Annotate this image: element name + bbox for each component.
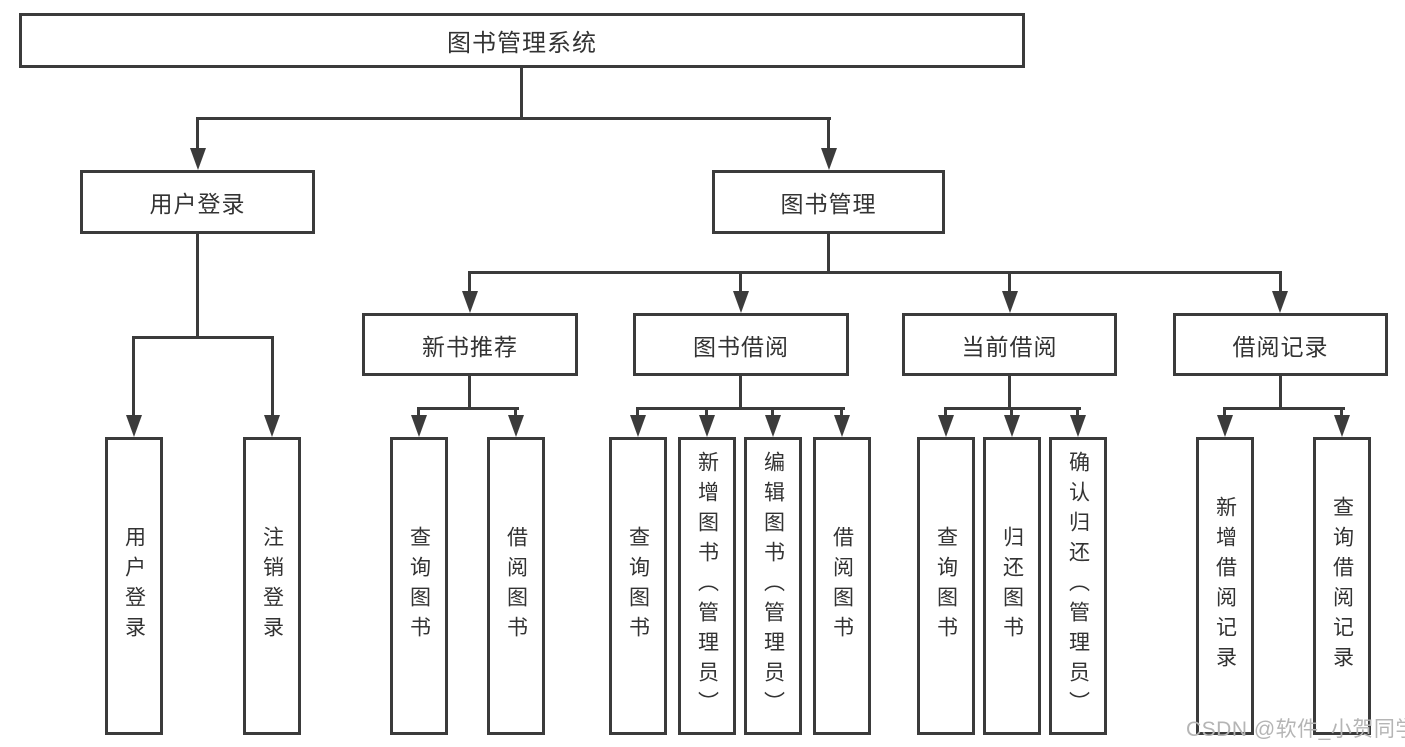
leaf-return-book: 归还图书 [983,437,1041,735]
arrowhead-down-icon [1070,415,1086,437]
connector-line [468,271,471,292]
leaf-label: 归还图书 [1000,526,1024,646]
connector-line [514,407,517,416]
arrowhead-down-icon [264,415,280,437]
arrowhead-down-icon [462,291,478,313]
node-book-management: 图书管理 [712,170,945,234]
connector-line [739,375,742,408]
connector-line [840,407,843,416]
connector-line [1076,407,1079,416]
connector-line [705,407,708,416]
node-current-borrow: 当前借阅 [902,313,1117,376]
arrowhead-down-icon [190,148,206,170]
arrowhead-down-icon [834,415,850,437]
leaf-label: 借阅图书 [504,526,528,646]
leaf-confirm-return-admin: 确认归还（管理员） [1049,437,1107,735]
connector-line [132,336,274,339]
arrowhead-down-icon [411,415,427,437]
leaf-label: 查询图书 [626,526,650,646]
connector-line [739,271,742,292]
connector-line [417,407,420,416]
node-root-library-management-system: 图书管理系统 [19,13,1025,68]
node-book-borrow: 图书借阅 [633,313,849,376]
leaf-query-borrow-record: 查询借阅记录 [1313,437,1371,735]
leaf-borrow-book-2: 借阅图书 [813,437,871,735]
connector-line [1010,407,1013,416]
leaf-label: 查询图书 [934,526,958,646]
connector-line [1279,375,1282,408]
leaf-label: 注销登录 [260,526,284,646]
arrowhead-down-icon [1004,415,1020,437]
leaf-label: 查询借阅记录 [1330,496,1354,676]
connector-line [1340,407,1343,416]
node-user-login: 用户登录 [80,170,315,234]
leaf-logout: 注销登录 [243,437,301,735]
node-borrow-record: 借阅记录 [1173,313,1388,376]
connector-line [196,117,199,149]
connector-line [196,117,831,120]
arrowhead-down-icon [1272,291,1288,313]
connector-line [468,375,471,408]
leaf-label: 新增图书（管理员） [695,451,719,721]
connector-line [771,407,774,416]
arrowhead-down-icon [699,415,715,437]
leaf-user-login: 用户登录 [105,437,163,735]
leaf-edit-book-admin: 编辑图书（管理员） [744,437,802,735]
arrowhead-down-icon [1002,291,1018,313]
leaf-query-book-3: 查询图书 [917,437,975,735]
leaf-label: 查询图书 [407,526,431,646]
connector-line [1223,407,1226,416]
connector-line [1279,271,1282,292]
arrowhead-down-icon [508,415,524,437]
arrowhead-down-icon [1334,415,1350,437]
arrowhead-down-icon [126,415,142,437]
arrowhead-down-icon [1217,415,1233,437]
connector-line [1008,271,1011,292]
connector-line [271,336,274,415]
arrowhead-down-icon [765,415,781,437]
connector-line [468,271,1282,274]
connector-line [196,233,199,339]
arrowhead-down-icon [938,415,954,437]
leaf-add-borrow-record: 新增借阅记录 [1196,437,1254,735]
arrowhead-down-icon [630,415,646,437]
connector-line [417,407,519,410]
connector-line [827,233,830,274]
connector-line [944,407,947,416]
leaf-query-book-1: 查询图书 [390,437,448,735]
connector-line [636,407,845,410]
leaf-query-book-2: 查询图书 [609,437,667,735]
connector-line [132,336,135,415]
arrowhead-down-icon [733,291,749,313]
leaf-borrow-book-1: 借阅图书 [487,437,545,735]
leaf-add-book-admin: 新增图书（管理员） [678,437,736,735]
node-new-book-recommend: 新书推荐 [362,313,578,376]
leaf-label: 用户登录 [122,526,146,646]
connector-line [636,407,639,416]
leaf-label: 确认归还（管理员） [1066,451,1090,721]
connector-line [520,68,523,118]
arrowhead-down-icon [821,148,837,170]
csdn-watermark: CSDN @软件_小贺同学 [1186,718,1405,741]
leaf-label: 借阅图书 [830,526,854,646]
connector-line [1223,407,1345,410]
connector-line [1008,375,1011,408]
leaf-label: 编辑图书（管理员） [761,451,785,721]
connector-line [827,117,830,149]
leaf-label: 新增借阅记录 [1213,496,1237,676]
